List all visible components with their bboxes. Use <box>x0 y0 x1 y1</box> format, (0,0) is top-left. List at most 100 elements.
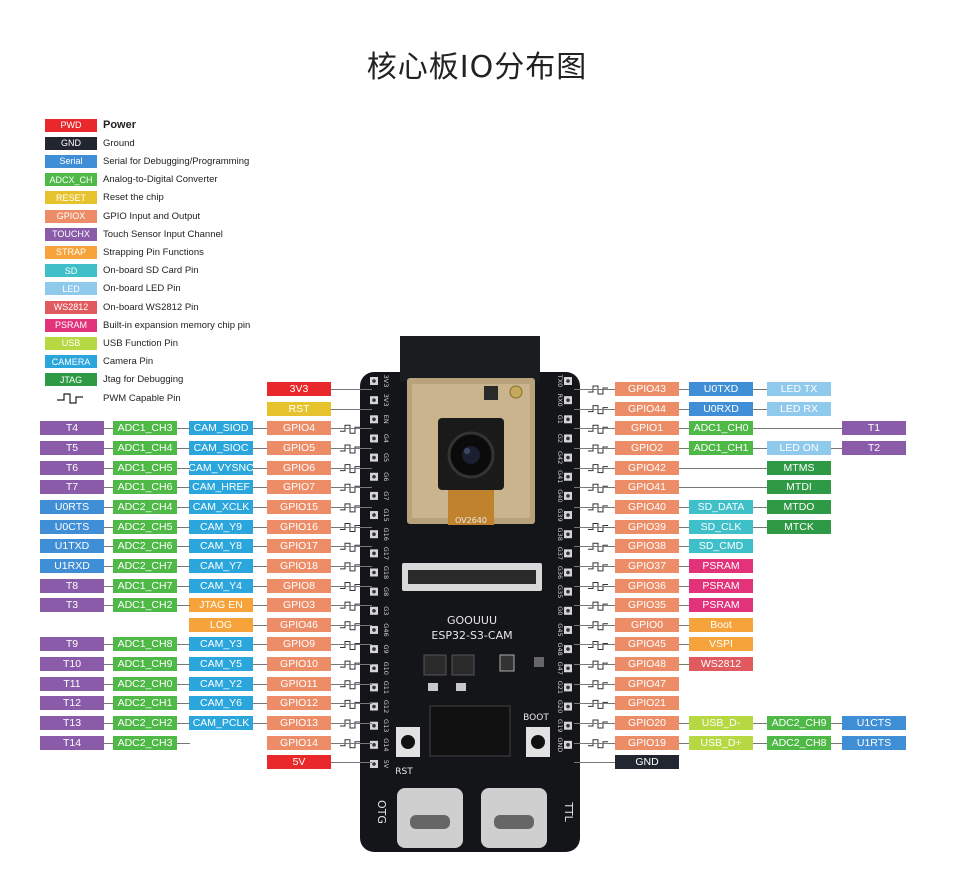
pin-touch: U0CTS <box>40 519 104 534</box>
pin-gpio: GPIO21 <box>615 696 679 711</box>
connector-line <box>104 723 113 725</box>
connector-line <box>252 565 267 567</box>
legend-swatch: CAMERA <box>45 355 97 369</box>
pin-ground: GND <box>615 755 679 770</box>
pin-function-2: LED ON <box>767 440 831 455</box>
pwm-icon <box>340 582 360 591</box>
connector-line <box>176 585 190 587</box>
connector-line <box>176 664 190 666</box>
connector-line <box>574 487 615 489</box>
connector-line <box>574 408 615 410</box>
legend-description: Analog-to-Digital Converter <box>103 174 218 186</box>
pin-function-2: MTDO <box>767 499 831 514</box>
connector-line <box>574 546 615 548</box>
legend-description: Power <box>103 119 137 131</box>
pin-gpio: GPIO15 <box>267 499 331 514</box>
pwm-icon <box>588 621 608 631</box>
legend-description: Strapping Pin Functions <box>103 246 204 258</box>
header-pin-label: G48 <box>556 642 564 655</box>
pin-reset: RST <box>267 401 331 416</box>
pwm-icon <box>588 405 608 415</box>
connector-line <box>574 447 615 449</box>
pwm-icon <box>588 640 608 650</box>
header-pin-label: G15 <box>382 508 390 521</box>
connector-line <box>252 624 267 626</box>
header-pin-label: G9 <box>382 645 390 654</box>
connector-line <box>104 447 113 449</box>
pin-touch: T3 <box>40 598 104 613</box>
pin-function: CAM_Y3 <box>189 637 253 652</box>
connector-line <box>679 487 767 489</box>
pwm-icon <box>340 503 360 513</box>
header-pin-label: G46 <box>382 623 390 636</box>
header-pin-hole <box>566 455 570 460</box>
connector-line <box>252 487 267 489</box>
pwm-icon <box>340 699 360 709</box>
pin-adc: ADC1_CH7 <box>113 578 177 593</box>
connector-line <box>176 742 190 744</box>
header-pin-label: G20 <box>556 700 564 713</box>
pin-function-2: MTCK <box>767 519 831 534</box>
pin-gpio: GPIO14 <box>267 735 331 750</box>
connector-line <box>300 605 372 607</box>
header-pin-label: G41 <box>556 470 564 483</box>
connector-line <box>104 487 113 489</box>
pin-function: PSRAM <box>689 578 753 593</box>
connector-line <box>104 742 113 744</box>
header-pin-hole <box>372 589 376 594</box>
pin-power: 5V <box>267 755 331 770</box>
header-pin-hole <box>566 474 570 479</box>
header-pin-hole <box>566 743 570 747</box>
header-pin-label: G14 <box>382 738 390 751</box>
header-pin-hole <box>372 379 376 383</box>
pin-function: USB_D+ <box>689 735 753 750</box>
pin-function: CAM_Y8 <box>189 539 253 554</box>
pin-function: U0RXD <box>689 401 753 416</box>
connector-line <box>300 703 372 705</box>
header-pin-label: G12 <box>382 700 390 713</box>
pin-gpio: GPIO47 <box>615 676 679 691</box>
pwm-icon <box>588 660 608 670</box>
pin-function: CAM_SIOD <box>189 421 253 436</box>
pwm-icon <box>340 601 360 611</box>
header-pin-hole <box>566 417 570 422</box>
connector-line <box>176 565 190 567</box>
header-pin-hole <box>372 417 376 422</box>
pin-touch: U0RTS <box>40 499 104 514</box>
connector-line <box>176 487 190 489</box>
pin-function: JTAG EN <box>189 598 253 613</box>
connector-line <box>679 506 689 508</box>
connector-line <box>300 683 372 685</box>
pin-adc: ADC1_CH4 <box>113 440 177 455</box>
connector-line <box>252 447 267 449</box>
pwm-icon <box>57 392 83 404</box>
header-pin-label: G17 <box>382 547 390 560</box>
connector-line <box>753 408 767 410</box>
connector-line <box>176 526 190 528</box>
pwm-icon <box>588 503 608 513</box>
connector-line <box>753 506 767 508</box>
connector-line <box>300 723 372 725</box>
legend-description: Touch Sensor Input Channel <box>103 228 223 240</box>
otg-label: OTG <box>375 800 388 824</box>
header-pin-hole <box>566 398 570 402</box>
legend-description: Reset the chip <box>103 192 164 204</box>
connector-line <box>300 664 372 666</box>
pin-gpio: GPIO4 <box>267 421 331 436</box>
pin-function: ADC1_CH0 <box>689 421 753 436</box>
header-pin-hole <box>372 609 376 613</box>
connector-line <box>574 585 615 587</box>
pin-gpio: GPIO40 <box>615 499 679 514</box>
connector-line <box>252 723 267 725</box>
header-pin-label: G8 <box>382 587 390 596</box>
connector-line <box>574 389 615 390</box>
pwm-icon <box>340 464 360 474</box>
legend-description: On-board SD Card Pin <box>103 265 199 277</box>
header-pin-hole <box>566 494 570 498</box>
pin-function: CAM_Y7 <box>189 558 253 573</box>
connector-line <box>679 408 689 410</box>
pin-function: PSRAM <box>689 598 753 613</box>
pin-gpio: GPIO3 <box>267 598 331 613</box>
